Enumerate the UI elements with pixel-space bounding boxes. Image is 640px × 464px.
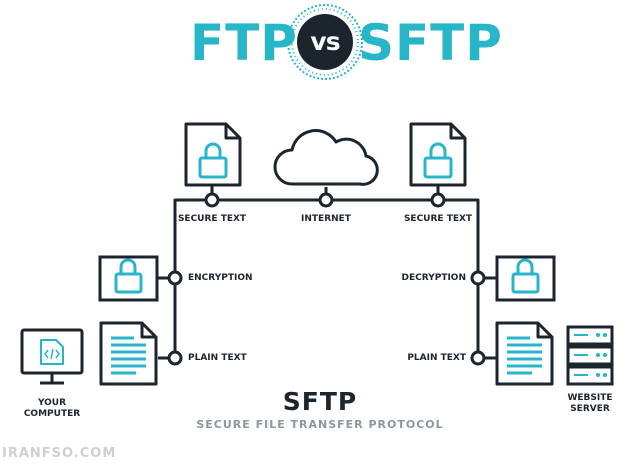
locked-document-icon — [184, 122, 242, 187]
computer-monitor-icon — [20, 328, 84, 385]
label-secure-text-left: SECURE TEXT — [177, 214, 247, 224]
title-vs: vs — [310, 27, 340, 56]
title-ftp: FTP — [190, 14, 298, 72]
text-document-icon — [99, 321, 158, 386]
locked-document-icon — [409, 122, 467, 187]
footer-heading: SFTP — [282, 387, 358, 416]
lock-card-icon — [98, 255, 159, 302]
label-website-server-line1: WEBSITE — [567, 393, 613, 403]
node-internet — [318, 192, 334, 208]
lock-card-icon — [495, 255, 556, 302]
text-document-icon — [495, 321, 554, 386]
node-encryption — [167, 270, 183, 286]
label-your-computer-line1: YOUR — [37, 398, 67, 408]
label-website-server-line2: SERVER — [570, 404, 610, 414]
footer-subtitle: SECURE FILE TRANSFER PROTOCOL — [196, 418, 444, 431]
connection-lines — [158, 186, 496, 360]
node-dots — [167, 192, 486, 366]
label-plain-text-right: PLAIN TEXT — [407, 353, 466, 363]
label-your-computer-line2: COMPUTER — [23, 409, 81, 419]
node-secure-right — [430, 192, 446, 208]
node-secure-left — [204, 192, 220, 208]
cloud-icon — [273, 129, 379, 186]
title-sftp: SFTP — [358, 14, 503, 72]
vs-badge-icon — [287, 4, 363, 80]
watermark: IRANFSO.COM — [2, 446, 117, 461]
label-secure-text-right: SECURE TEXT — [403, 214, 473, 224]
label-internet: INTERNET — [301, 214, 351, 224]
node-plain-right — [470, 350, 486, 366]
node-plain-left — [167, 350, 183, 366]
label-encryption: ENCRYPTION — [188, 273, 253, 283]
label-decryption: DECRYPTION — [401, 273, 466, 283]
node-decryption — [470, 270, 486, 286]
server-icon — [566, 325, 614, 386]
label-plain-text-left: PLAIN TEXT — [188, 353, 247, 363]
